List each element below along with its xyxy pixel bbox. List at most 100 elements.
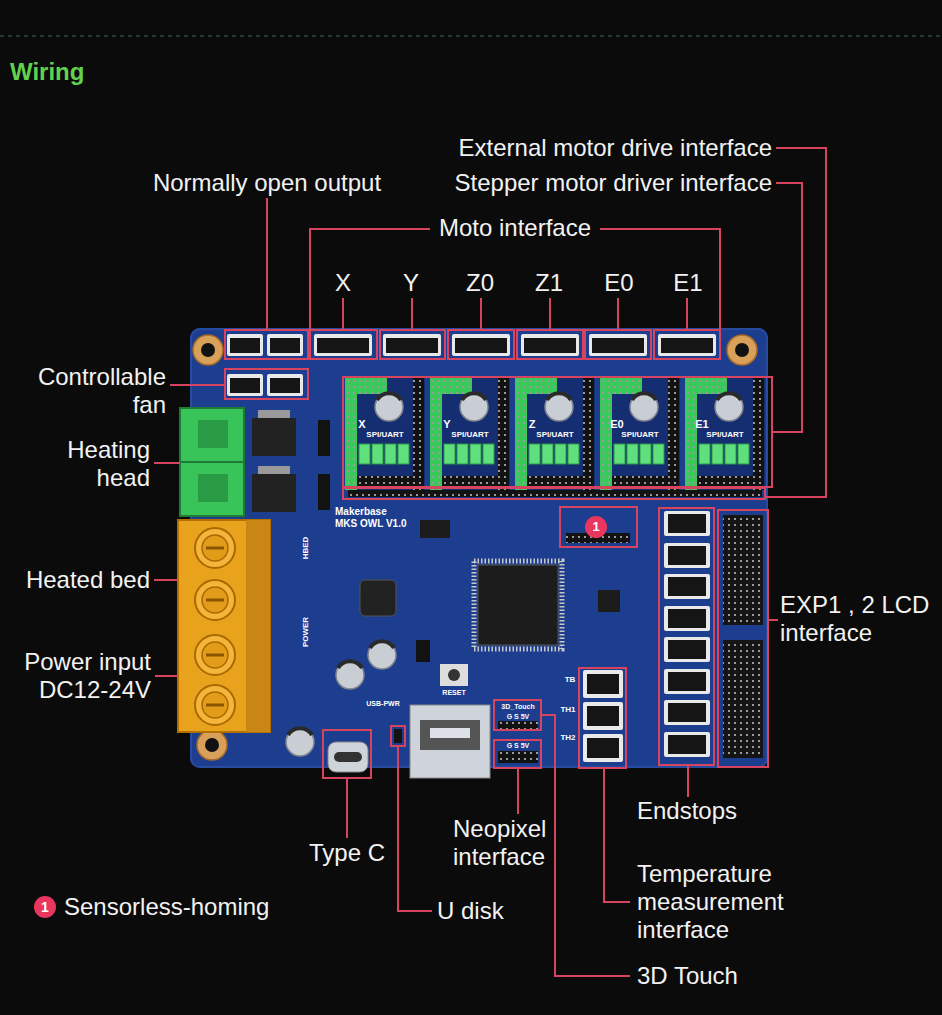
callout-label: Y	[403, 269, 419, 297]
callout-label: Normally open output	[153, 169, 381, 197]
usb-a-tongue	[430, 728, 470, 738]
terminal-divider	[180, 461, 244, 463]
diag-header	[566, 533, 630, 543]
driver-module: SPI/UART	[515, 378, 595, 490]
callout-box	[585, 330, 651, 359]
leader-line	[155, 675, 178, 677]
output-connector	[227, 334, 263, 356]
callout-label: U disk	[437, 897, 504, 925]
callout-label: Endstops	[637, 797, 737, 825]
capacitor	[368, 641, 396, 669]
mosfet	[252, 474, 296, 512]
callout-label: E1	[673, 269, 702, 297]
leader-line	[266, 198, 268, 330]
leader-line	[686, 298, 688, 330]
usb-a-opening	[420, 720, 480, 750]
thermistor-connector	[583, 702, 623, 730]
mosfet-tab	[258, 410, 290, 420]
callout-box	[494, 700, 541, 730]
callout-label: E0	[604, 269, 633, 297]
terminal-side	[246, 520, 270, 732]
leader-line	[154, 462, 180, 464]
inductor	[360, 580, 396, 616]
wrap-spacer	[895, 619, 940, 620]
callout-label: Power input DC12-24V	[1, 648, 151, 704]
usb-c-opening	[334, 752, 362, 762]
leader-line	[541, 715, 630, 976]
terminal-screw	[195, 528, 235, 568]
leader-line	[517, 768, 519, 814]
callout-label: EXP1 , 2 LCD interface	[780, 591, 940, 647]
silkscreen-text: SPI/UART	[706, 430, 743, 440]
silkscreen-text: Makerbase	[335, 505, 387, 518]
callout-box	[310, 330, 377, 359]
callout-box	[517, 330, 583, 359]
callout-label: Neopixel interface	[453, 815, 573, 871]
callout-circle	[585, 516, 607, 538]
leader-line	[687, 765, 689, 797]
reset-button-cap	[448, 669, 460, 681]
motor-connector	[589, 334, 647, 356]
silkscreen-text: SPI/UART	[366, 430, 403, 440]
leader-line	[154, 579, 178, 581]
mosfet	[252, 418, 296, 456]
silkscreen-text: SPI/UART	[451, 430, 488, 440]
endstop-connector	[664, 700, 710, 725]
leader-line	[310, 229, 430, 330]
pin-header	[348, 490, 762, 497]
thermistor-connector	[583, 670, 623, 698]
mounting-hole	[197, 730, 227, 760]
probe-header	[498, 721, 538, 729]
silkscreen-label: 1	[41, 898, 49, 916]
callout-box	[494, 740, 541, 768]
callout-label: 3D Touch	[637, 962, 738, 990]
callout-label: Heating head	[40, 436, 150, 492]
leader-line	[617, 298, 619, 330]
neopixel-header	[498, 751, 538, 763]
callout-box	[659, 508, 714, 765]
callout-box	[225, 369, 308, 399]
callout-label: Stepper motor driver interface	[455, 169, 772, 197]
leader-line	[765, 148, 826, 497]
terminal-screw	[195, 635, 235, 675]
endstop-connector	[664, 543, 710, 568]
terminal-screw	[195, 580, 235, 620]
diag-header	[566, 533, 630, 543]
ic-chip	[420, 520, 450, 538]
silkscreen-text: SPI/UART	[536, 430, 573, 440]
motor-connector	[314, 334, 372, 356]
motor-connector	[452, 334, 510, 356]
exp-header	[723, 515, 763, 625]
mosfet-tab	[258, 466, 290, 476]
callout-box	[718, 510, 768, 767]
motor-connector	[383, 334, 441, 356]
mcu-pins	[474, 561, 562, 649]
jumper-header	[416, 640, 430, 662]
pin-header	[348, 490, 762, 497]
usb-c-port	[328, 742, 368, 772]
terminal-screw	[198, 474, 228, 502]
title: Wiring	[10, 58, 84, 86]
probe-header	[498, 721, 538, 729]
leader-line	[411, 298, 413, 330]
output-connector	[267, 334, 303, 356]
leader-line	[772, 183, 802, 432]
callout-label: Temperature measurement interface	[637, 860, 797, 944]
endstop-connector	[664, 669, 710, 694]
endstop-connector	[664, 637, 710, 662]
pcb-board: MakerbaseMKS OWL V1.0SPI/UARTSPI/UARTSPI…	[190, 328, 768, 768]
driver-socket	[430, 378, 509, 490]
driver-module: SPI/UART	[685, 378, 765, 490]
callout-box	[448, 330, 514, 359]
capacitor	[336, 661, 364, 689]
driver-module: SPI/UART	[430, 378, 510, 490]
endstop-connector	[664, 732, 710, 757]
callout-box	[343, 488, 765, 499]
leader-line	[170, 384, 225, 386]
leader-line	[342, 298, 344, 330]
ic-chip	[598, 590, 620, 612]
thermistor-connector	[583, 734, 623, 762]
callout-label: Type C	[309, 839, 385, 867]
